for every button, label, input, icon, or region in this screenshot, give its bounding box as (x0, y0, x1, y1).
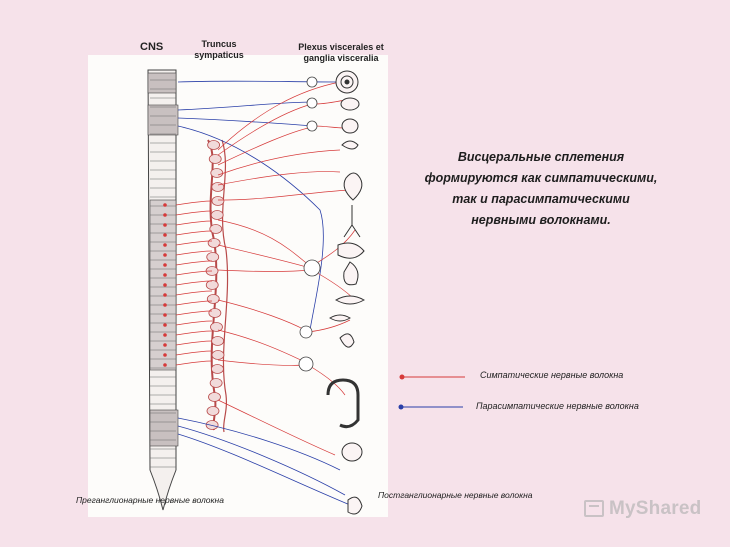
liver-organ (337, 242, 365, 259)
visceral-ganglia (298, 76, 321, 372)
preganglionic-fiber (175, 350, 213, 356)
truncus-sympaticus-label: Truncus sympaticus (186, 39, 252, 61)
preganglionic-fiber (175, 200, 213, 206)
plexus-label-line2: ganglia visceralia (303, 53, 379, 63)
watermark-text: MyShared (609, 498, 702, 519)
presentation-icon (584, 500, 604, 517)
salivary-gland-2-organ (341, 140, 359, 150)
preganglionic-fiber (175, 240, 213, 246)
preganglionic-fiber (175, 310, 213, 316)
plexus-label: Plexus viscerales et ganglia visceralia (282, 42, 400, 64)
trunk-ganglion (205, 280, 219, 290)
neuron-dot (163, 273, 167, 277)
genital-organ (347, 496, 363, 515)
cns-label: CNS (140, 41, 164, 53)
trunk-ganglion (207, 238, 221, 248)
preganglionic-fiber (175, 230, 213, 236)
neuron-dot (163, 323, 167, 327)
preganglionic-fiber (175, 280, 213, 286)
neuron-dot (163, 313, 167, 317)
pancreas-organ (334, 295, 366, 305)
truncus-label-line2: sympaticus (194, 50, 244, 60)
neuron-dot (163, 343, 167, 347)
preganglionic-fiber (175, 270, 213, 276)
preganglionic-fiber (175, 340, 213, 346)
postganglionic-label: Постганглионарные нервные волокна (378, 490, 533, 500)
trunk-ganglion (205, 420, 219, 430)
trunk-ganglion (210, 210, 224, 220)
neuron-dot (163, 203, 167, 207)
preganglionic-fiber (175, 210, 213, 216)
truncus-label-line1: Truncus (201, 39, 237, 49)
main-statement-line2: формируются как симпатическими, (424, 171, 658, 185)
preganglionic-fiber (175, 360, 213, 366)
legend-parasympathetic-label: Парасимпатические нервные волокна (476, 401, 639, 411)
preganglionic-fiber (175, 220, 213, 226)
neuron-dot (163, 333, 167, 337)
trunk-ganglion (211, 364, 224, 374)
preganglionic-fiber (175, 330, 213, 336)
bladder-organ (341, 442, 363, 462)
preganglionic-label: Преганглионарные нервные волокна (76, 495, 224, 505)
trunk-ganglion (206, 252, 220, 262)
heart-organ (343, 172, 363, 201)
plexus-label-line1: Plexus viscerales et (298, 42, 384, 52)
main-statement-line1: Висцеральные сплетения (457, 150, 625, 164)
intestine-organ (329, 314, 351, 322)
kidney-organ (339, 333, 355, 348)
neuron-dot (163, 363, 167, 367)
preganglionic-fiber (175, 300, 213, 306)
neuron-dot (163, 233, 167, 237)
preganglionic-fibers (163, 200, 213, 367)
spinal-cord (147, 69, 179, 511)
postganglionic-fibers (217, 81, 356, 456)
salivary-gland-organ (341, 118, 359, 134)
trunk-ganglion (209, 224, 223, 234)
main-statement-line4: нервными волокнами. (471, 213, 611, 227)
parasympathetic-fibers (177, 80, 351, 506)
lacrimal-gland-organ (340, 97, 360, 111)
main-statement: Висцеральные сплетения формируются как с… (408, 147, 674, 231)
preganglionic-fiber (175, 260, 213, 266)
legend-lines (398, 374, 465, 410)
sympathetic-trunk (205, 139, 229, 433)
trunk-ganglion (206, 294, 220, 304)
trunk-ganglion (211, 350, 225, 360)
neuron-dot (163, 213, 167, 217)
neuron-dot (163, 283, 167, 287)
neuron-dot (163, 253, 167, 257)
trunk-ganglion (207, 140, 221, 150)
eye-organ (335, 70, 359, 94)
preganglionic-fiber (175, 250, 213, 256)
main-statement-line3: так и парасимпатическими (452, 192, 630, 206)
lung-organ (343, 205, 361, 238)
trunk-ganglion (211, 336, 225, 346)
trunk-ganglion (209, 378, 223, 388)
trunk-ganglion (208, 392, 221, 402)
preganglionic-fiber (175, 290, 213, 296)
stomach-organ (343, 261, 359, 286)
trunk-ganglion (208, 154, 222, 164)
watermark: MyShared (584, 498, 701, 520)
trunk-ganglion (211, 196, 225, 206)
preganglionic-fiber (175, 320, 213, 326)
neuron-dot (163, 353, 167, 357)
trunk-ganglion (208, 308, 222, 318)
colon-organ (326, 378, 360, 429)
legend-sympathetic-label: Симпатические нервные волокна (480, 370, 624, 380)
trunk-ganglion (206, 406, 220, 416)
neuron-dot (163, 243, 167, 247)
trunk-ganglion (210, 168, 224, 178)
trunk-ganglion (210, 322, 223, 332)
neuron-dot (163, 303, 167, 307)
neuron-dot (163, 263, 167, 267)
target-organs (326, 70, 366, 515)
trunk-ganglion (211, 182, 225, 192)
neuron-dot (163, 223, 167, 227)
neuron-dot (163, 293, 167, 297)
